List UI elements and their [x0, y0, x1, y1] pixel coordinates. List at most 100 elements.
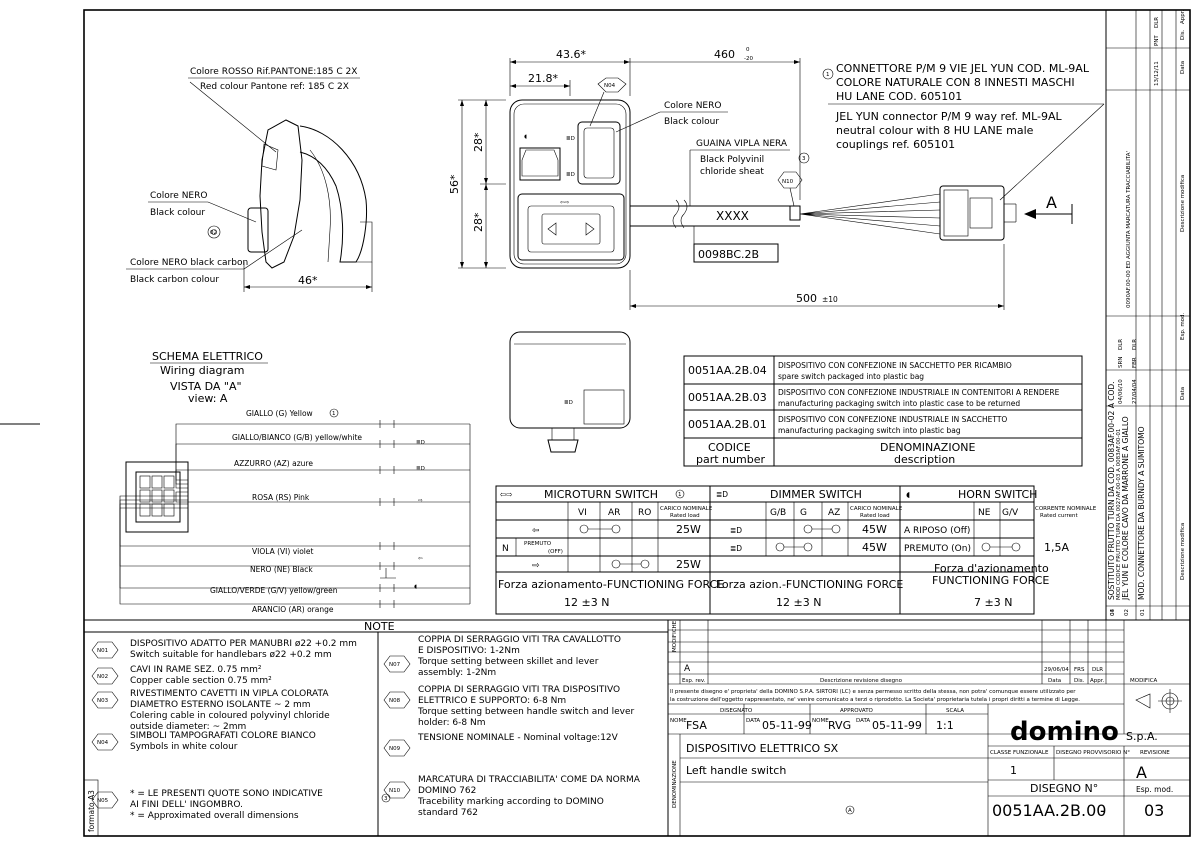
title-block: MODIFICHE A 29/06/04 FRS DLR Esp. rev. D…	[667, 619, 1191, 837]
strip-lbl-esp: Esp. mod.	[1180, 312, 1186, 340]
sheath-it: GUAINA VIPLA NERA	[696, 139, 788, 149]
company-suffix: S.p.A.	[1126, 730, 1158, 743]
note-n05-line-1: AI FINI DELL' INGOMBRO.	[130, 800, 243, 810]
rev-letter: A	[684, 664, 691, 674]
cable-marking: XXXX	[716, 209, 749, 223]
drawing-sheet: 03	[1144, 801, 1164, 820]
drawn-by: FSA	[686, 719, 707, 732]
connector-it-2: COLORE NATURALE CON 8 INNESTI MASCHI	[836, 76, 1075, 89]
front-black-it: Colore NERO	[664, 101, 721, 111]
drawing-number: 0051AA.2B.00	[992, 801, 1106, 820]
connector-en-3: couplings ref. 605101	[836, 138, 955, 151]
notes-ref-3: 3	[384, 796, 388, 802]
note-id-n09: N09	[389, 746, 401, 752]
front-view: ◖ ≣D ≣D ⇦⇨ N04 Colore NERO Black colour …	[448, 47, 1073, 453]
note-hex-n09	[383, 739, 411, 757]
revisione-value: A	[1136, 763, 1147, 782]
sheath-en2: chloride sheat	[700, 167, 764, 177]
wire-line-2	[175, 469, 470, 489]
horn-col-1: G/V	[1002, 508, 1019, 518]
note-n08-line-3: holder: 6-8 Nm	[418, 718, 485, 728]
strip-entry-1-appr: DLR	[1132, 339, 1138, 350]
svg-text:⇦⇨: ⇦⇨	[500, 490, 513, 499]
svg-text:MODIFICHE: MODIFICHE	[672, 620, 678, 652]
svg-text:◖: ◖	[906, 490, 910, 499]
horn-col-0: NE	[978, 508, 991, 518]
red-colour-en: Red colour Pantone ref: 185 C 2X	[200, 82, 349, 92]
circled-3: 3	[802, 156, 806, 162]
wire-7: ARANCIO (AR) orange	[252, 605, 334, 614]
note-n04-line-1: Symbols in white colour	[130, 742, 238, 752]
note-n06-line-1: E DISPOSITIVO: 1-2Nm	[418, 646, 520, 656]
note-hex-n01	[91, 641, 119, 659]
note-hex-n03	[91, 691, 119, 709]
red-colour-it: Colore ROSSO Rif.PANTONE:185 C 2X	[190, 67, 357, 77]
svg-text:≣D: ≣D	[566, 136, 575, 142]
sheath-en1: Black Polyvinil	[700, 155, 764, 165]
wire-0-ref: 1	[332, 411, 336, 417]
code-label: 0098BC.2B	[698, 248, 759, 261]
connector-callout: 1 CONNETTORE P/M 9 VIE JEL YUN COD. ML-9…	[822, 62, 1105, 201]
force-horn-en: FUNCTIONING FORCE	[932, 574, 1049, 587]
wiring-diagram: SCHEMA ELETTRICO Wiring diagram VISTA DA…	[119, 350, 471, 614]
dimmer-col-0: G/B	[770, 508, 786, 518]
micro-off: (OFF)	[548, 549, 563, 555]
strip-lbl-data-2: Data	[1180, 387, 1186, 400]
lbl-data-2: DATA	[856, 718, 870, 724]
code-row-1: 0051AA.2B.03	[688, 391, 767, 404]
note-id-n05: N05	[97, 798, 109, 804]
connector-it-1: CONNETTORE P/M 9 VIE JEL YUN COD. ML-9AL	[836, 62, 1090, 75]
note-n04-line-0: SIMBOLI TAMPOGRAFATI COLORE BIANCO	[130, 731, 316, 741]
lbl-scala: SCALA	[946, 708, 964, 714]
code-row-2-en: manufacturing packaging switch into plas…	[778, 426, 961, 435]
strip-top-date: 13/12/11	[1154, 61, 1160, 86]
circle-a: A	[848, 808, 852, 814]
connector-en-1: JEL YUN connector P/M 9 way ref. ML-9AL	[835, 110, 1063, 123]
carbon-colour-en: Black carbon colour	[130, 275, 219, 285]
note-ref-n10: N10	[782, 179, 794, 185]
strip-entry-1-date: 27/04/04	[1132, 379, 1138, 404]
dim-460: 460	[714, 48, 735, 61]
note-n10-line-3: standard 762	[418, 808, 478, 818]
wire-1: GIALLO/BIANCO (G/B) yellow/white	[232, 433, 362, 442]
micro-load-head2: Rated load	[670, 513, 700, 519]
note-hex-n07	[383, 655, 411, 673]
code-row-0-en: spare switch packaged into plastic bag	[778, 372, 924, 381]
note-n10-line-2: Tracebility marking according to DOMINO	[417, 797, 604, 807]
wiring-view-en: view: A	[188, 392, 228, 405]
note-n02-line-1: Copper cable section 0.75 mm²	[130, 676, 272, 686]
micro-title-ref: 1	[678, 492, 682, 498]
strip-top-dis: PNT	[1154, 35, 1160, 46]
codes-head-code-it: CODICE	[708, 441, 751, 454]
wire-line-7	[119, 507, 470, 605]
title-it: DISPOSITIVO ELETTRICO SX	[686, 742, 839, 755]
dim-46: 46*	[298, 274, 318, 287]
dimmer-load-1: 45W	[862, 523, 887, 536]
lbl-data-1: DATA	[746, 718, 760, 724]
strip-lbl-desc-2: Descrizione modifica	[1180, 523, 1186, 580]
lbl-disegnato: DISEGNATO	[720, 708, 753, 714]
note-n01-line-1: Switch suitable for handlebars ø22 +0.2 …	[130, 650, 332, 660]
hdr-desc: Descrizione revisione disegno	[820, 678, 903, 684]
code-row-2-it: DISPOSITIVO CON CONFEZIONE INDUSTRIALE I…	[778, 415, 1007, 424]
note-n03-line-1: DIAMETRO ESTERNO ISOLANTE ~ 2 mm	[130, 700, 311, 710]
wire-line-1	[175, 443, 470, 485]
strip-entry-0-date: 04/06/10	[1118, 379, 1124, 404]
micro-load-1: 25W	[676, 523, 701, 536]
note-hex-n04	[91, 733, 119, 751]
note-hex-n05	[91, 791, 119, 809]
strip-entry-0-n: 03	[1110, 609, 1116, 616]
dimmer-title: DIMMER SWITCH	[770, 488, 862, 501]
switch-table: ⇦⇨ MICROTURN SWITCH 1 ≣D DIMMER SWITCH ◖…	[495, 485, 1097, 615]
strip-lbl-dis: Dis.	[1180, 29, 1186, 40]
code-row-0-it: DISPOSITIVO CON CONFEZIONE IN SACCHETTO …	[778, 361, 1012, 370]
svg-text:◖: ◖	[414, 584, 417, 590]
strip-top-appr: DLR	[1154, 17, 1160, 28]
dimmer-load-2: 45W	[862, 541, 887, 554]
wire-5: NERO (NE) Black	[250, 565, 313, 574]
notes-title: NOTE	[364, 620, 395, 633]
dim-460-tol-top: 0	[746, 47, 750, 53]
wire-4: VIOLA (VI) violet	[252, 547, 313, 556]
company-logo: domino	[1010, 717, 1119, 747]
note-ref-n04: N04	[604, 83, 616, 89]
